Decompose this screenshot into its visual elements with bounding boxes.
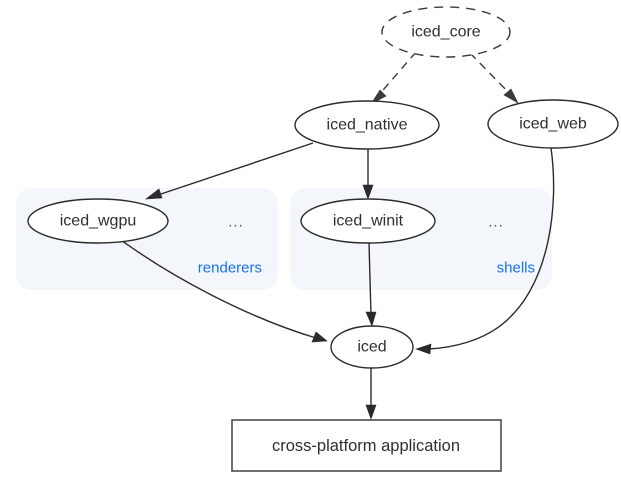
application-box xyxy=(231,419,502,472)
iced-winit-label: iced_winit xyxy=(333,213,404,230)
iced-ellipse xyxy=(330,325,414,369)
edge-iced-native-to-iced-winit xyxy=(362,149,374,200)
node-iced-web[interactable]: iced_web xyxy=(487,99,619,149)
iced-core-ellipse xyxy=(381,6,511,58)
cluster-label-renderers: renderers xyxy=(198,260,262,277)
edge-iced-core-to-iced-native xyxy=(370,51,417,105)
node-iced-native[interactable]: iced_native xyxy=(294,100,440,150)
edge-iced-web-to-iced xyxy=(415,147,555,355)
node-iced-winit[interactable]: iced_winit xyxy=(300,198,436,244)
edge-iced-native-to-iced-wgpu xyxy=(145,142,314,200)
edge-iced-to-application xyxy=(365,368,377,420)
shells-ellipsis: ... xyxy=(488,214,504,231)
node-cross-platform-application[interactable]: cross-platform application xyxy=(231,419,502,472)
node-iced-core[interactable]: iced_core xyxy=(381,6,511,58)
iced-web-label: iced_web xyxy=(519,116,587,133)
cluster-label-shells: shells xyxy=(497,260,535,277)
iced-wgpu-ellipse xyxy=(27,198,169,244)
application-box-label: cross-platform application xyxy=(272,437,460,455)
node-iced-wgpu[interactable]: iced_wgpu xyxy=(27,198,169,244)
iced-winit-ellipse xyxy=(300,198,436,244)
edge-iced-core-to-iced-web xyxy=(469,52,519,104)
node-iced[interactable]: iced xyxy=(330,325,414,369)
iced-web-ellipse xyxy=(487,99,619,149)
edge-iced-winit-to-iced xyxy=(365,242,377,327)
iced-native-ellipse xyxy=(294,100,440,150)
edge-iced-wgpu-to-iced xyxy=(120,239,328,343)
iced-label: iced xyxy=(357,339,386,356)
renderers-ellipsis: ... xyxy=(228,214,244,231)
iced-core-label: iced_core xyxy=(411,24,480,41)
iced-native-label: iced_native xyxy=(327,117,408,134)
iced-wgpu-label: iced_wgpu xyxy=(60,213,137,230)
